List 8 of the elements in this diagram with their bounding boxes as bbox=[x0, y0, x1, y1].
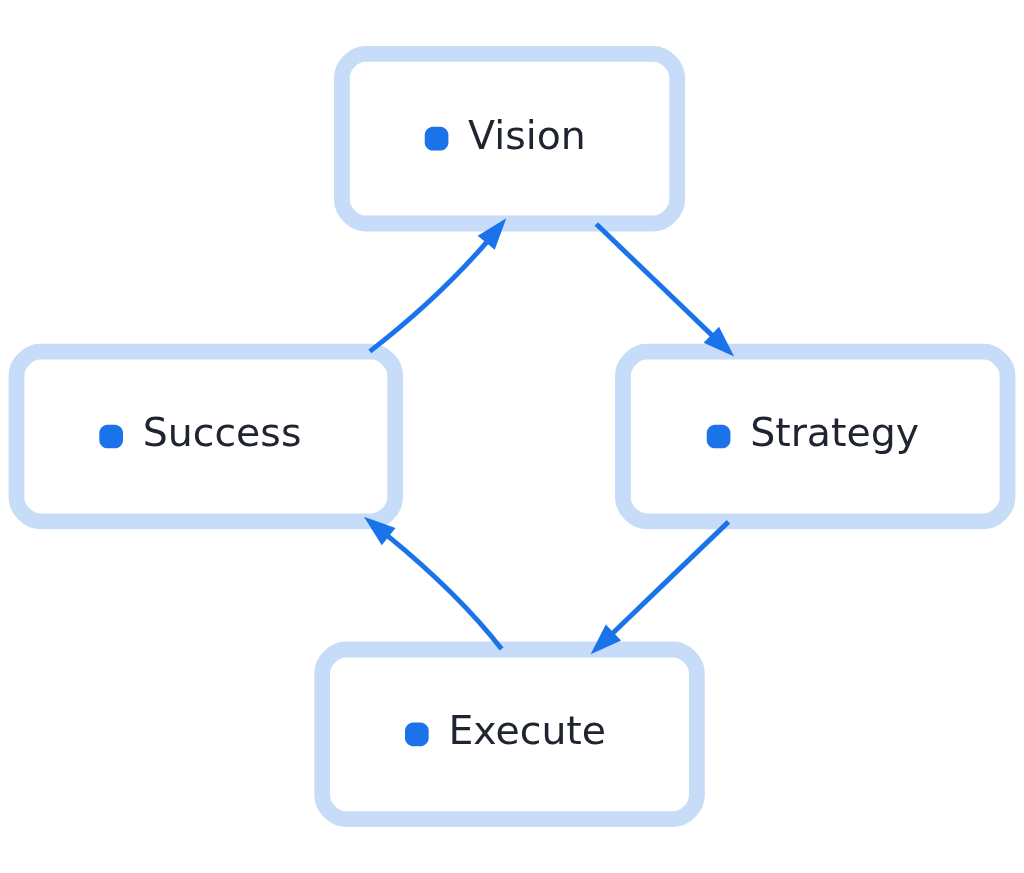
node-box: Strategy bbox=[615, 343, 1016, 530]
node-box: Success bbox=[8, 343, 404, 530]
arrow bbox=[590, 520, 731, 655]
arrow bbox=[368, 218, 507, 354]
arrow bbox=[363, 516, 504, 651]
arrow bbox=[594, 222, 735, 357]
node-box: Execute bbox=[314, 641, 705, 827]
node-box: Vision bbox=[334, 46, 686, 232]
